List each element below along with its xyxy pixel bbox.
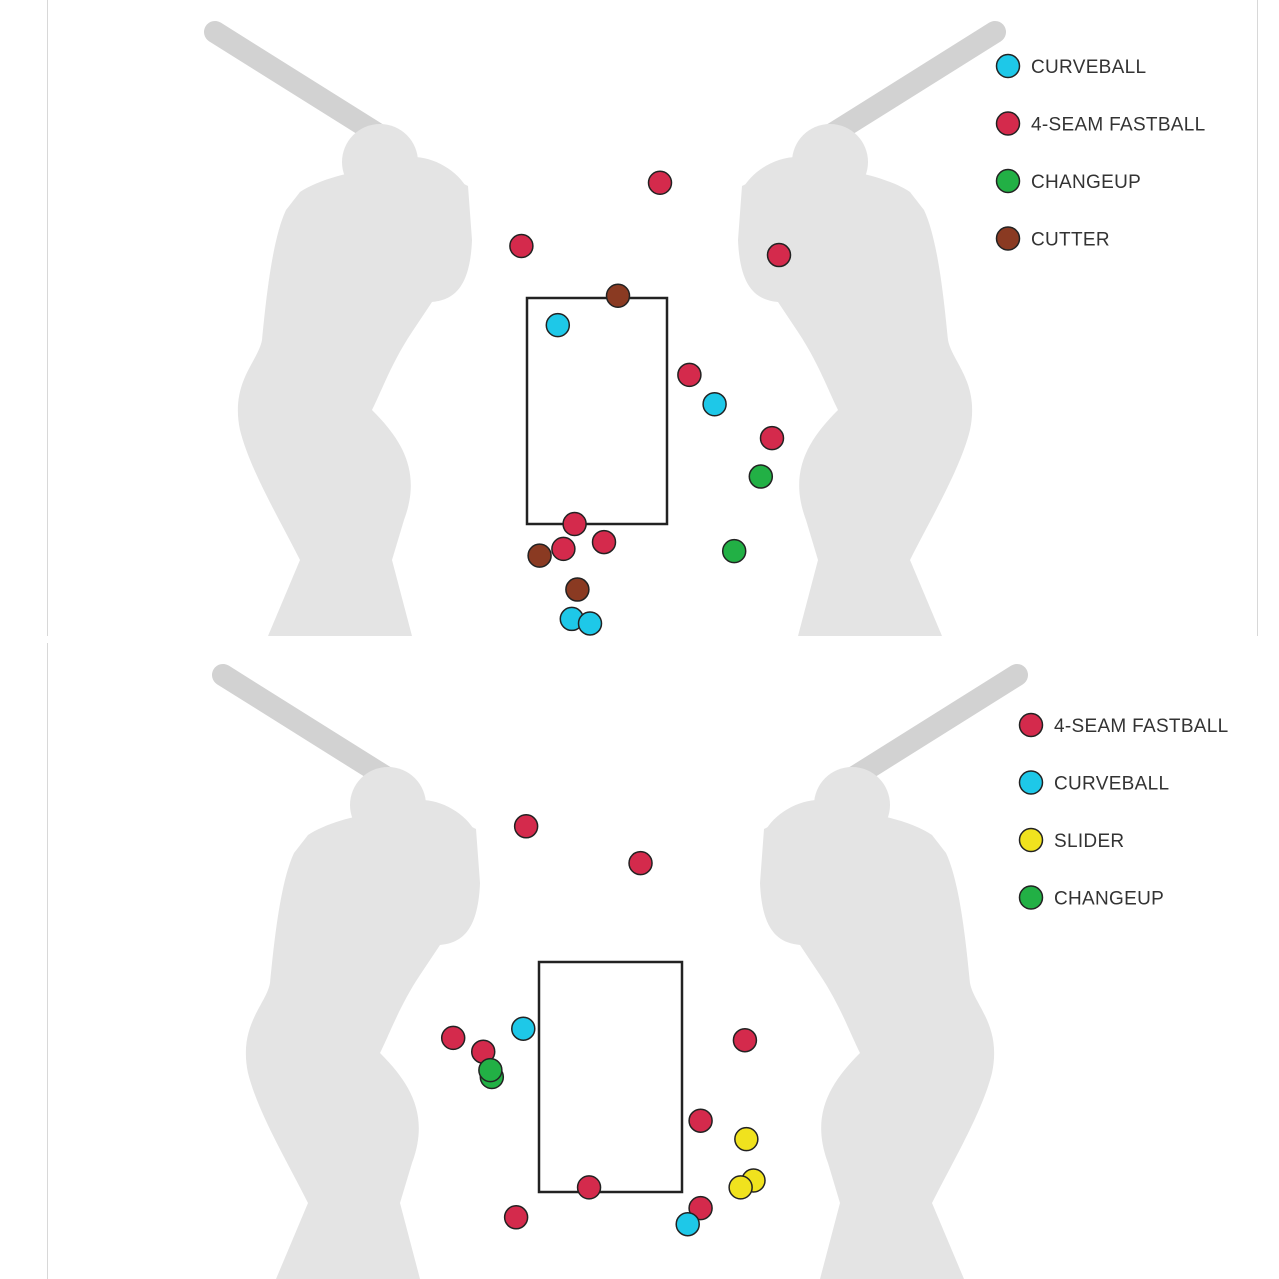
strike-zone [537, 960, 684, 1194]
pitch-plot-top: CURVEBALL 4-SEAM FASTBALL CHANGEUP CUTTER [204, 21, 1206, 636]
left-batter-silhouette [204, 21, 472, 636]
pitch-point-cutter [565, 577, 590, 602]
pitch-point-curveball [702, 391, 727, 417]
legend-swatch-curveball [995, 53, 1021, 79]
strike-zone [525, 296, 669, 526]
pitch-point-fastball [766, 242, 792, 268]
legend-label-changeup: CHANGEUP [1031, 172, 1141, 193]
batter-body [738, 167, 973, 636]
pitch-point-fastball [576, 1175, 602, 1200]
batter-body [237, 167, 472, 636]
pitch-chart-top: CURVEBALL 4-SEAM FASTBALL CHANGEUP CUTTER [0, 0, 1279, 636]
legend-label-fastball: 4-SEAM FASTBALL [1054, 716, 1229, 737]
pitch-point-fastball [509, 233, 534, 259]
pitch-point-changeup [721, 538, 747, 564]
pitch-point-curveball [577, 611, 603, 636]
pitch-point-slider [734, 1126, 759, 1152]
batter-body [245, 810, 480, 1279]
pitch-point-fastball [647, 170, 673, 195]
panel-border-left [47, 0, 48, 636]
batter-arms [764, 799, 837, 893]
batter-arms [403, 799, 476, 893]
right-batter-silhouette [738, 21, 1006, 636]
legend-swatch-fastball [995, 111, 1021, 136]
legend-swatch-slider [1018, 827, 1044, 853]
pitch-point-curveball [675, 1211, 700, 1237]
pitch-point-changeup [748, 464, 774, 489]
legend-label-curveball: CURVEBALL [1031, 57, 1146, 78]
pitch-point-changeup [478, 1057, 503, 1083]
pitch-point-fastball [591, 529, 617, 555]
pitch-chart-bottom: 4-SEAM FASTBALL CURVEBALL SLIDER CHANGEUP [0, 643, 1279, 1279]
pitch-point-fastball [562, 511, 587, 537]
pitch-point-fastball [551, 536, 576, 562]
pitch-point-slider [728, 1175, 753, 1200]
batter-body [760, 810, 995, 1279]
pitch-point-fastball [628, 850, 653, 876]
legend-label-changeup: CHANGEUP [1054, 889, 1164, 910]
left-batter-silhouette [212, 664, 480, 1279]
legend: 4-SEAM FASTBALL CURVEBALL SLIDER CHANGEUP [1018, 712, 1229, 910]
batter-arms [395, 156, 468, 250]
right-batter-silhouette [760, 664, 1028, 1279]
pitch-point-curveball [511, 1016, 536, 1041]
batter-arms [742, 156, 815, 250]
pitch-point-fastball [513, 814, 539, 839]
legend-label-cutter: CUTTER [1031, 230, 1110, 251]
legend: CURVEBALL 4-SEAM FASTBALL CHANGEUP CUTTER [995, 53, 1206, 251]
pitch-point-curveball [545, 312, 571, 338]
legend-swatch-curveball [1018, 770, 1044, 795]
pitch-point-fastball [503, 1205, 529, 1230]
legend-swatch-cutter [995, 226, 1021, 251]
legend-swatch-fastball [1018, 712, 1044, 738]
pitch-point-fastball [440, 1025, 466, 1051]
legend-label-slider: SLIDER [1054, 831, 1124, 852]
pitch-point-fastball [759, 425, 785, 451]
legend-label-fastball: 4-SEAM FASTBALL [1031, 115, 1206, 136]
legend-label-curveball: CURVEBALL [1054, 774, 1169, 795]
panel-border-left [47, 643, 48, 1279]
legend-swatch-changeup [1018, 885, 1044, 910]
pitch-point-fastball [732, 1027, 758, 1053]
legend-swatch-changeup [995, 168, 1021, 194]
pitch-point-fastball [688, 1108, 713, 1133]
pitch-point-fastball [677, 362, 702, 388]
pitch-point-cutter [605, 283, 631, 308]
pitch-plot-bottom: 4-SEAM FASTBALL CURVEBALL SLIDER CHANGEUP [212, 664, 1229, 1279]
pitch-point-cutter [527, 543, 552, 568]
panel-border-right [1257, 0, 1258, 636]
pitch-point-fastball [688, 1195, 713, 1221]
